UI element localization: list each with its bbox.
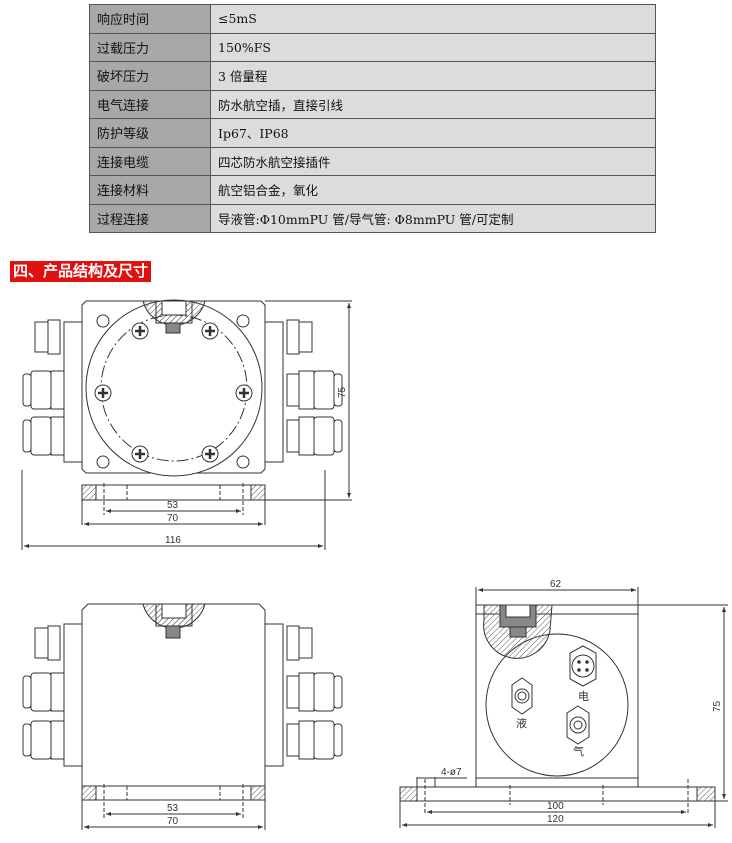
- right-connectors: [286, 319, 343, 456]
- spec-value: 航空铝合金，氧化: [210, 175, 656, 205]
- spec-label: 过程连接: [89, 203, 211, 233]
- port-label-electric: 电: [578, 690, 589, 703]
- dim-hole-spacing: 53: [167, 500, 179, 511]
- dim-height: 75: [337, 386, 348, 398]
- port-label-gas: 气: [573, 744, 584, 758]
- spec-value: 防水航空插，直接引线: [210, 89, 656, 119]
- dim-hole-spacing: 53: [167, 803, 179, 814]
- spec-value: 3 倍量程: [210, 61, 656, 91]
- dim-holes: 4-ø7: [441, 767, 462, 778]
- dim-base-length: 120: [547, 814, 564, 825]
- spec-label: 响应时间: [89, 4, 211, 34]
- spec-label: 连接电缆: [89, 146, 211, 176]
- spec-value: 导液管:Φ10mmPU 管/导气管: Φ8mmPU 管/可定制: [210, 203, 656, 233]
- dim-overall-width: 116: [165, 535, 181, 546]
- spec-row: 过程连接导液管:Φ10mmPU 管/导气管: Φ8mmPU 管/可定制: [89, 203, 656, 233]
- spec-row: 电气连接防水航空插，直接引线: [89, 89, 656, 119]
- dim-height: 75: [712, 700, 723, 712]
- spec-value: Ip67、IP68: [210, 118, 656, 148]
- port-label-liquid: 液: [516, 716, 527, 730]
- section-heading: 四、产品结构及尺寸: [10, 261, 152, 282]
- dim-base-width: 70: [167, 816, 179, 827]
- rear-view-drawing: 53 70: [22, 603, 343, 830]
- side-view-drawing: 电 液 气 62 75 4-ø7 100 120: [399, 579, 728, 828]
- dim-body-width: 62: [550, 579, 562, 590]
- electric-port: [569, 645, 597, 687]
- spec-label: 电气连接: [89, 89, 211, 119]
- front-view-drawing: 75 53 70 116: [21, 299, 352, 550]
- spec-row: 连接材料航空铝合金，氧化: [89, 175, 656, 205]
- dim-base-width: 70: [167, 513, 179, 524]
- spec-label: 连接材料: [89, 175, 211, 205]
- gas-port: [566, 705, 590, 745]
- liquid-port: [511, 677, 533, 715]
- spec-value: 150%FS: [210, 32, 656, 62]
- dim-hole-spacing: 100: [547, 801, 564, 812]
- spec-label: 防护等级: [89, 118, 211, 148]
- spec-label: 破坏压力: [89, 61, 211, 91]
